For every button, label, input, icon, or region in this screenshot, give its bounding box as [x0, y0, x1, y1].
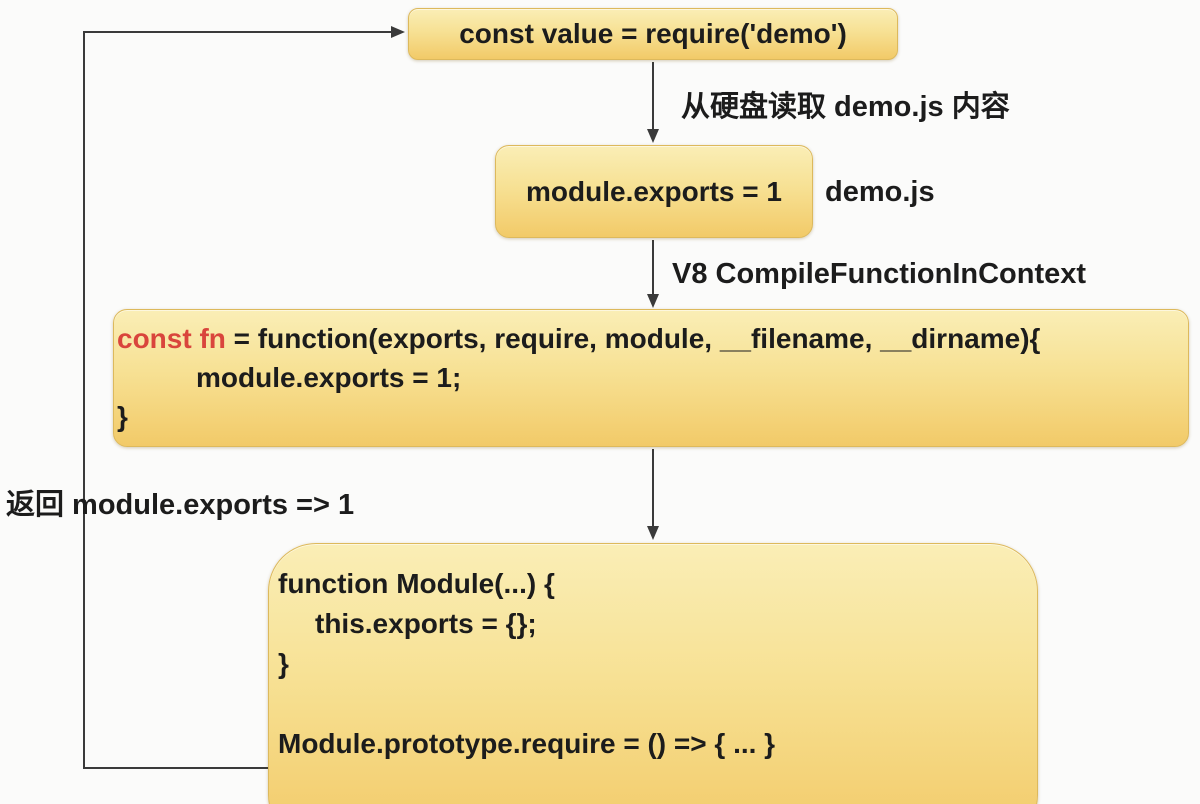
- module-class-line4: Module.prototype.require = () => { ... }: [278, 728, 776, 759]
- edge-label-v8-compile: V8 CompileFunctionInContext: [672, 258, 1087, 290]
- compiled-fn-signature: = function(exports, require, module, __f…: [225, 323, 1041, 354]
- node-module-class: function Module(...) { this.exports = {}…: [268, 543, 1038, 804]
- demo-module-code: module.exports = 1: [526, 175, 782, 207]
- require-call-code: const value = require('demo'): [459, 18, 847, 49]
- demo-js-file-label: demo.js: [825, 176, 935, 208]
- compiled-fn-line1: const fn = function(exports, require, mo…: [117, 319, 1186, 358]
- node-require-call: const value = require('demo'): [408, 8, 898, 60]
- edge-label-read-from-disk: 从硬盘读取 demo.js 内容: [681, 91, 1010, 123]
- module-class-line2: this.exports = {};: [315, 608, 537, 639]
- module-class-line3: }: [278, 648, 289, 679]
- compiled-fn-line2: module.exports = 1;: [196, 362, 462, 393]
- compiled-fn-keyword: const fn: [117, 323, 226, 354]
- node-compiled-function: const fn = function(exports, require, mo…: [113, 309, 1189, 447]
- return-loop-connector: [83, 26, 405, 769]
- compiled-fn-line3: }: [117, 401, 128, 432]
- edge-label-return-value: 返回 module.exports => 1: [6, 489, 355, 521]
- node-demo-module: module.exports = 1: [495, 145, 813, 238]
- module-class-line1: function Module(...) {: [278, 568, 555, 599]
